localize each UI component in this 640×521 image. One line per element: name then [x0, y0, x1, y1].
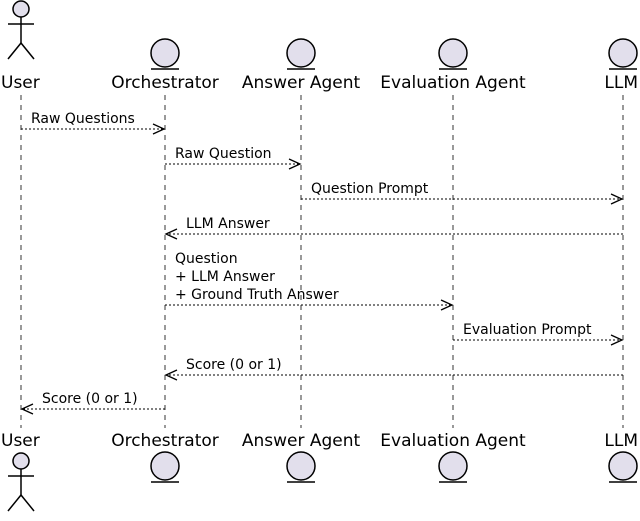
participant-name-orchestrator: Orchestrator: [111, 73, 219, 93]
arrowhead-icon: [440, 299, 454, 311]
participant-name-answer_agent: Answer Agent: [242, 73, 361, 93]
entity-circle-icon: [150, 38, 180, 70]
message-3: Question Prompt: [301, 181, 624, 205]
participant-name-evaluation_agent-bottom: Evaluation Agent: [380, 431, 526, 451]
message-8: Score (0 or 1): [20, 391, 165, 415]
entity-circle-icon: [608, 451, 638, 483]
actor-stick-figure-icon: [7, 452, 35, 512]
entity-circle-icon: [286, 451, 316, 483]
top-participant-names: User Orchestrator Answer Agent Evaluation A…: [1, 73, 638, 93]
participant-name-evaluation_agent: Evaluation Agent: [380, 73, 526, 93]
arrowhead-icon: [610, 193, 624, 205]
entity-circle-icon: [438, 451, 468, 483]
arrowhead-icon: [152, 123, 166, 135]
participant-name-orchestrator-bottom: Orchestrator: [111, 431, 219, 451]
arrowhead-icon: [610, 334, 624, 346]
message-label: Raw Questions: [31, 111, 135, 127]
participant-name-user-bottom: User: [1, 431, 40, 451]
arrowhead-icon: [164, 369, 178, 381]
top-participant-icons: [7, 0, 638, 70]
participant-name-user: User: [1, 73, 40, 93]
message-label: Evaluation Prompt: [463, 322, 592, 338]
message-1: Raw Questions: [21, 111, 166, 135]
message-label: Question: [175, 251, 238, 267]
arrowhead-icon: [164, 228, 178, 240]
message-2: Raw Question: [165, 146, 302, 170]
entity-circle-icon: [150, 451, 180, 483]
message-5: Question + LLM Answer + Ground Truth Answe…: [165, 251, 454, 311]
bottom-participant-icons: [7, 451, 638, 512]
lifelines: [20, 95, 624, 428]
actor-stick-figure-icon: [7, 0, 35, 60]
bottom-participant-names: User Orchestrator Answer Agent Evaluation A…: [1, 431, 638, 451]
message-7: Score (0 or 1): [164, 357, 623, 381]
message-label: + LLM Answer: [175, 269, 275, 285]
participant-name-answer_agent-bottom: Answer Agent: [242, 431, 361, 451]
entity-circle-icon: [286, 38, 316, 70]
message-6: Evaluation Prompt: [453, 322, 624, 346]
arrowhead-icon: [20, 403, 34, 415]
entity-circle-icon: [608, 38, 638, 70]
message-4: LLM Answer: [164, 216, 623, 240]
participant-name-llm: LLM: [604, 73, 638, 93]
message-label: Score (0 or 1): [42, 391, 138, 407]
message-label: LLM Answer: [186, 216, 270, 232]
entity-circle-icon: [438, 38, 468, 70]
message-label: Raw Question: [175, 146, 272, 162]
message-label: Score (0 or 1): [186, 357, 282, 373]
arrowhead-icon: [288, 158, 302, 170]
message-label: + Ground Truth Answer: [175, 287, 339, 303]
message-label: Question Prompt: [311, 181, 429, 197]
participant-name-llm-bottom: LLM: [604, 431, 638, 451]
